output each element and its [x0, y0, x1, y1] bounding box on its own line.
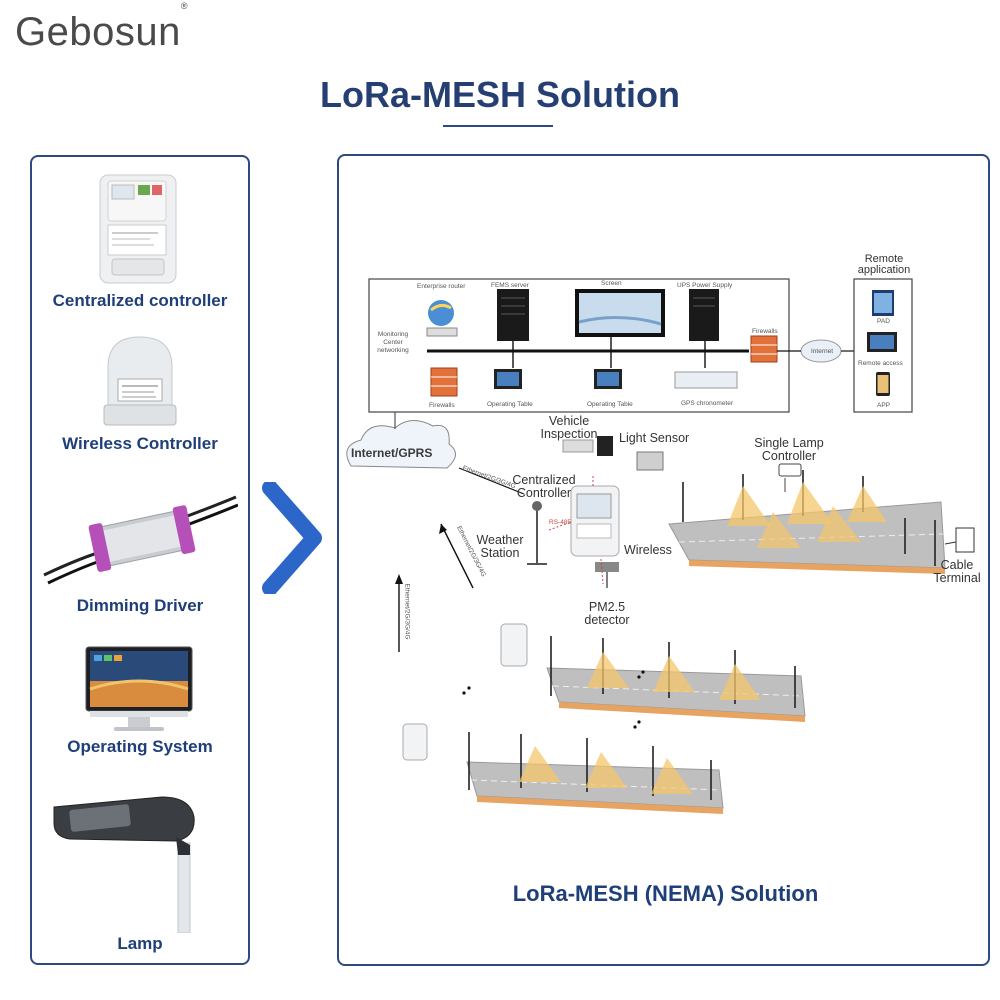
- label-firewalls-left: Firewalls: [429, 402, 455, 409]
- pm25-detector-icon: [595, 562, 619, 588]
- title-underline: [443, 125, 553, 127]
- led-driver-icon: [43, 495, 238, 585]
- label-wireless: Wireless: [624, 543, 672, 557]
- label-enterprise-router: Enterprise router: [417, 283, 466, 290]
- label-screen: Screen: [601, 280, 622, 287]
- component-label-dimming-driver: Dimming Driver: [76, 596, 204, 615]
- label-firewalls-right: Firewalls: [752, 328, 778, 335]
- gps-chronometer-icon: [674, 371, 738, 389]
- label-light-sensor: Light Sensor: [619, 431, 690, 445]
- label-gps: GPS chronometer: [681, 400, 734, 407]
- label-pm25: PM2.5 detector: [584, 600, 630, 627]
- label-centralized-controller: Centralized Controller: [512, 473, 576, 500]
- link-ethernet-controller: [458, 467, 525, 495]
- street-lamp-icon: [53, 796, 195, 933]
- chevron-right-icon: [262, 482, 322, 594]
- diagram-title: LoRa-MESH (NEMA) Solution: [512, 881, 819, 906]
- cable-terminal-icon: [955, 527, 975, 553]
- label-ups: UPS Power Supply: [677, 282, 733, 289]
- ups-power-icon: [689, 289, 719, 341]
- label-operating-table-1: Operating Table: [487, 401, 533, 408]
- single-lamp-controller-icon: [778, 463, 802, 492]
- label-internet-gprs: Internet/GPRS: [351, 446, 433, 460]
- controller-node-2-icon: [500, 623, 528, 667]
- nema-controller-icon: [103, 336, 177, 426]
- label-pad: PAD: [877, 318, 890, 325]
- label-link-rs485: RS-485: [549, 519, 572, 526]
- label-vehicle-inspection: Vehicle Inspection: [540, 414, 598, 441]
- road-segment-1: [668, 470, 946, 574]
- page-title: LoRa-MESH Solution: [320, 74, 680, 115]
- component-label-centralized-controller: Centralized controller: [52, 291, 228, 310]
- monitor-icon: [85, 646, 193, 731]
- vehicle-camera-icon: [562, 439, 594, 453]
- firewall-right-icon: [750, 335, 778, 363]
- network-diagram: [346, 278, 975, 814]
- logo-text: Gebosun: [15, 10, 181, 54]
- label-link-ethernet-3: Ethernet/2G/3G/4G: [403, 583, 411, 640]
- label-remote-application: Remote application: [857, 253, 911, 276]
- label-cable-terminal: Cable Terminal: [933, 558, 981, 585]
- data-concentrator-icon: [99, 174, 177, 284]
- label-app: APP: [877, 402, 891, 409]
- fems-server-icon: [497, 289, 529, 341]
- component-label-lamp: Lamp: [117, 934, 163, 953]
- diagram-panel: Enterprise router FEMS server Screen UPS…: [337, 154, 990, 966]
- firewall-left-icon: [430, 367, 458, 397]
- controller-node-3-icon: [402, 723, 428, 761]
- road-segment-3: [466, 732, 724, 814]
- label-single-lamp-controller: Single Lamp Controller: [754, 436, 824, 463]
- label-remote-access: Remote access: [858, 360, 903, 367]
- brand-logo: Gebosun®: [15, 1, 188, 55]
- label-fems-server: FEMS server: [491, 282, 529, 289]
- label-weather-station: Weather Station: [476, 533, 524, 560]
- router-globe-icon: [428, 300, 454, 326]
- components-panel: Centralized controller Wireless Controll…: [30, 155, 250, 965]
- component-label-wireless-controller: Wireless Controller: [62, 434, 218, 453]
- road-segment-2: [546, 636, 806, 722]
- label-internet: Internet: [811, 348, 834, 355]
- registered-mark: ®: [180, 0, 188, 11]
- weather-station-icon: [527, 501, 547, 565]
- label-operating-table-2: Operating Table: [587, 401, 633, 408]
- label-monitoring-center: Monitoring Center networking: [377, 331, 409, 354]
- internet-gprs-cloud: [346, 420, 456, 469]
- light-sensor-icon: [636, 451, 664, 471]
- component-label-operating-system: Operating System: [67, 737, 213, 756]
